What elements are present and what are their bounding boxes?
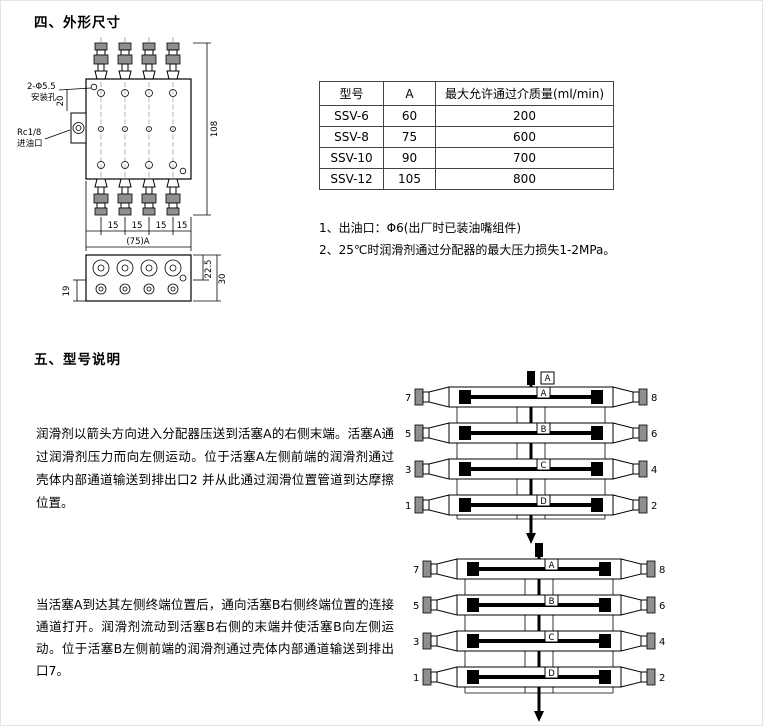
col-header-a: A	[383, 81, 436, 106]
dim-total: (75)A	[126, 237, 149, 247]
bottom-view: 22.5 30 19	[62, 254, 228, 302]
piston-row-b: 5 B 6	[413, 594, 665, 616]
valve-body	[70, 78, 192, 180]
cell-a: 75	[383, 126, 436, 148]
svg-text:19: 19	[62, 286, 72, 297]
piston-label: C	[541, 461, 547, 471]
piston-label: D	[540, 497, 547, 507]
notes: 1、出油口：Φ6(出厂时已装油嘴组件) 2、25℃时润滑剂通过分配器的最大压力损…	[319, 217, 615, 261]
paragraph-2: 当活塞A到达其左侧终端位置后，通向活塞B右侧终端位置的连接通道打开。润滑剂流动到…	[36, 596, 394, 678]
piston-row-c: 3 C 4	[405, 458, 657, 480]
inlet-label: Rc1/8	[17, 128, 41, 138]
piston-label: A	[549, 561, 555, 571]
port-number: 8	[651, 393, 657, 404]
col-header-flow: 最大允许通过介质量(ml/min)	[435, 81, 614, 106]
svg-text:15: 15	[156, 221, 167, 231]
bottom-fittings	[93, 178, 181, 216]
note-2: 2、25℃时润滑剂通过分配器的最大压力损失1-2MPa。	[319, 243, 616, 257]
note-1: 1、出油口：Φ6(出厂时已装油嘴组件)	[319, 221, 522, 235]
cell-model: SSV-12	[319, 168, 384, 190]
dim-height: 108	[193, 42, 220, 216]
paragraph-1: 润滑剂以箭头方向进入分配器压送到活塞A的右侧末端。活塞A通过润滑剂压力而向左侧运…	[36, 425, 394, 510]
port-number: 3	[405, 465, 411, 476]
piston-row-a: 7 A 8	[413, 558, 665, 580]
piston-row-d: 1 D 2	[413, 666, 665, 688]
port-number: 6	[651, 429, 657, 440]
spec-table: 型号 A 最大允许通过介质量(ml/min) SSV-6 60 200 SSV-…	[319, 81, 614, 190]
outlet-arrow-icon	[526, 527, 536, 544]
port-number: 3	[413, 637, 419, 648]
cell-model: SSV-6	[319, 105, 384, 127]
port-number: 2	[651, 501, 657, 512]
dimension-drawing: 2-Φ5.5 安装孔 Rc1/8 进油口 20 108	[17, 37, 228, 302]
inlet: A	[527, 371, 555, 385]
cell-flow: 800	[435, 168, 614, 190]
piston-label: B	[549, 597, 555, 607]
port-number: 5	[405, 429, 411, 440]
table-row: SSV-10 90 700	[319, 147, 614, 169]
outlet-arrow-icon	[534, 699, 544, 722]
cell-flow: 600	[435, 126, 614, 148]
port-number: 7	[405, 393, 411, 404]
svg-text:22.5: 22.5	[204, 260, 214, 279]
svg-text:15: 15	[177, 221, 188, 231]
cell-a: 105	[383, 168, 436, 190]
port-number: 7	[413, 565, 419, 576]
piston-label: A	[541, 389, 547, 399]
piston-row-d: 1 D 2	[405, 494, 657, 516]
callout-mount-hole: 2-Φ5.5 安装孔	[27, 82, 92, 103]
centerlines	[100, 37, 174, 221]
top-fittings	[93, 42, 181, 80]
port-number: 4	[651, 465, 657, 476]
inlet-label2: 进油口	[17, 138, 43, 149]
piston-row-a: 7 A 8	[405, 386, 657, 408]
port-number: 2	[659, 673, 665, 684]
svg-text:20: 20	[56, 96, 66, 107]
svg-text:108: 108	[210, 121, 220, 137]
dim-20: 20	[56, 89, 68, 111]
section4-title: 四、外形尺寸	[34, 15, 121, 31]
table-row: SSV-6 60 200	[319, 105, 614, 127]
mount-hole-label: 2-Φ5.5	[27, 82, 56, 92]
cell-model: SSV-10	[319, 147, 384, 169]
section5-title: 五、型号说明	[34, 352, 121, 368]
port-number: 1	[413, 673, 419, 684]
cell-a: 60	[383, 105, 436, 127]
piston-row-b: 5 B 6	[405, 422, 657, 444]
piston-label: B	[541, 425, 547, 435]
cell-a: 90	[383, 147, 436, 169]
port-number: 1	[405, 501, 411, 512]
svg-text:15: 15	[132, 221, 143, 231]
table-header-row: 型号 A 最大允许通过介质量(ml/min)	[319, 81, 614, 106]
dim-pitch: 15 15 15 15 (75)A	[85, 181, 192, 251]
piston-label: D	[548, 669, 555, 679]
port-number: 4	[659, 637, 665, 648]
cell-flow: 200	[435, 105, 614, 127]
piston-row-c: 3 C 4	[413, 630, 665, 652]
mount-hole-label2: 安装孔	[31, 92, 57, 103]
valve-schematic-2: 7 A 8 5 B 6 3	[413, 543, 665, 722]
table-row: SSV-12 105 800	[319, 168, 614, 190]
port-number: 6	[659, 601, 665, 612]
inlet	[535, 543, 543, 557]
port-number: 8	[659, 565, 665, 576]
valve-schematic-1: A 7 A 8 5 B 6 3	[405, 371, 657, 544]
col-header-model: 型号	[319, 81, 384, 106]
piston-label: C	[549, 633, 555, 643]
svg-text:30: 30	[218, 274, 228, 285]
table-row: SSV-8 75 600	[319, 126, 614, 148]
cell-model: SSV-8	[319, 126, 384, 148]
svg-text:15: 15	[108, 221, 119, 231]
port-number: 5	[413, 601, 419, 612]
cell-flow: 700	[435, 147, 614, 169]
inlet-port-label: A	[545, 374, 551, 384]
callout-inlet: Rc1/8 进油口	[17, 128, 71, 149]
